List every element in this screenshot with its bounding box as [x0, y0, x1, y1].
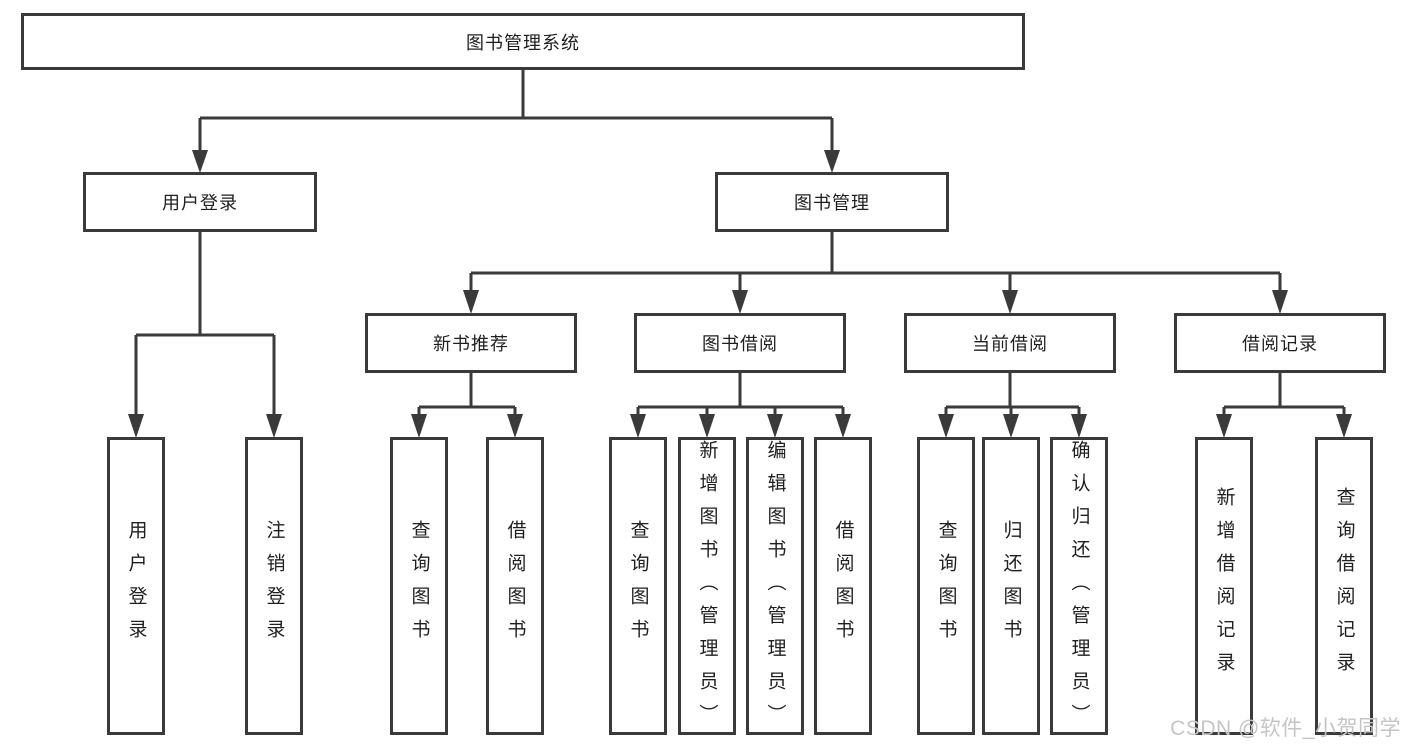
leaf-query-books-current: 查询图书 [917, 437, 975, 735]
leaf-borrow-books-recommend: 借阅图书 [486, 437, 544, 735]
node-new-book-recommend: 新书推荐 [365, 313, 577, 373]
node-new-book-recommend-label: 新书推荐 [433, 334, 509, 354]
leaf-confirm-return-admin: 确认归还（管理员） [1050, 437, 1108, 737]
arrowhead [1002, 290, 1018, 314]
arrowhead [411, 414, 427, 438]
arrowhead [192, 150, 208, 173]
leaf-query-books-borrowing: 查询图书 [609, 437, 667, 735]
arrowhead [938, 414, 954, 438]
leaf-return-books-label: 归还图书 [1000, 520, 1022, 652]
node-current-borrowing: 当前借阅 [904, 313, 1116, 373]
arrowhead [630, 414, 646, 438]
leaf-query-books-recommend-label: 查询图书 [408, 520, 430, 652]
leaf-edit-book-admin-label: 编辑图书（管理员） [764, 440, 786, 737]
arrowhead [1216, 414, 1232, 438]
node-user-login-label: 用户登录 [162, 193, 238, 213]
leaf-logout: 注销登录 [245, 437, 303, 735]
leaf-query-borrow-record-label: 查询借阅记录 [1333, 487, 1355, 685]
arrowhead [732, 290, 748, 314]
edge-current-to-leaves [944, 373, 1081, 416]
leaf-borrow-books: 借阅图书 [814, 437, 872, 735]
leaf-user-login: 用户登录 [107, 437, 165, 735]
arrowhead [699, 414, 715, 438]
leaf-query-books-borrowing-label: 查询图书 [627, 520, 649, 652]
node-borrowing-records-label: 借阅记录 [1242, 334, 1318, 354]
leaf-query-borrow-record: 查询借阅记录 [1315, 437, 1373, 735]
leaf-add-book-admin: 新增图书（管理员） [678, 437, 736, 737]
leaf-query-books-recommend: 查询图书 [390, 437, 448, 735]
edge-newbook-to-leaves [417, 373, 517, 416]
edge-bookmgmt-to-level3 [469, 232, 1282, 292]
leaf-add-book-admin-label: 新增图书（管理员） [696, 440, 718, 737]
arrowhead [1003, 414, 1019, 438]
leaf-add-borrow-record-label: 新增借阅记录 [1213, 487, 1235, 685]
node-user-login: 用户登录 [83, 172, 317, 232]
node-book-borrowing: 图书借阅 [634, 313, 846, 373]
leaf-confirm-return-admin-label: 确认归还（管理员） [1068, 440, 1090, 737]
arrowhead [1272, 290, 1288, 314]
watermark: CSDN @软件_小贺同学 [1170, 717, 1401, 740]
leaf-borrow-books-recommend-label: 借阅图书 [504, 520, 526, 652]
node-borrowing-records: 借阅记录 [1174, 313, 1386, 373]
arrowhead [128, 414, 144, 438]
edge-records-to-leaves [1222, 373, 1346, 416]
arrowhead [507, 414, 523, 438]
leaf-add-borrow-record: 新增借阅记录 [1195, 437, 1253, 735]
edge-borrow-to-leaves [636, 373, 845, 416]
node-root-label: 图书管理系统 [466, 32, 580, 53]
leaf-query-books-current-label: 查询图书 [935, 520, 957, 652]
leaf-edit-book-admin: 编辑图书（管理员） [746, 437, 804, 737]
leaf-logout-label: 注销登录 [263, 520, 285, 652]
leaf-borrow-books-label: 借阅图书 [832, 520, 854, 652]
node-book-borrowing-label: 图书借阅 [702, 334, 778, 354]
edge-root-to-level2 [198, 70, 834, 152]
arrowhead [835, 414, 851, 438]
arrowhead [824, 150, 840, 173]
arrowhead [767, 414, 783, 438]
leaf-user-login-label: 用户登录 [125, 520, 147, 652]
node-book-management-label: 图书管理 [794, 193, 870, 213]
arrowhead [1071, 414, 1087, 438]
arrowhead [1336, 414, 1352, 438]
node-book-management: 图书管理 [715, 172, 949, 232]
arrowhead [266, 414, 282, 438]
node-current-borrowing-label: 当前借阅 [972, 334, 1048, 354]
edge-userlogin-to-leaves [134, 232, 276, 416]
leaf-return-books: 归还图书 [982, 437, 1040, 735]
arrowhead [463, 290, 479, 314]
node-root: 图书管理系统 [21, 13, 1025, 70]
